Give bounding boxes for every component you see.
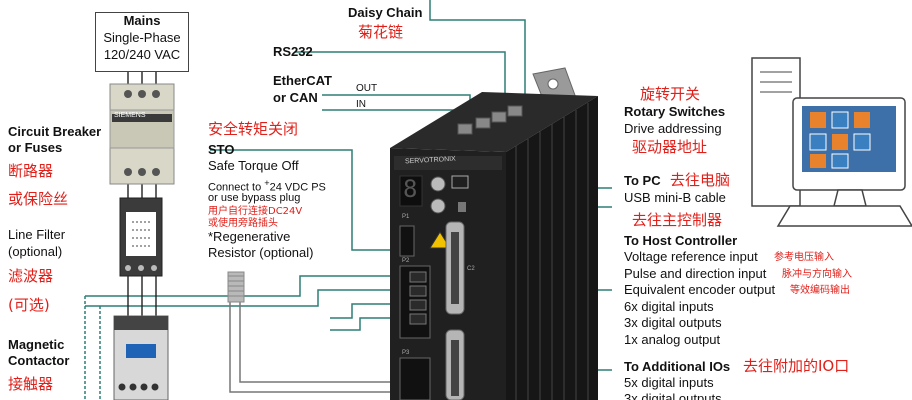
mains-box: Mains Single-Phase 120/240 VAC	[95, 12, 189, 72]
to-pc-title: To PC	[624, 173, 661, 188]
daisy-chain-wire	[429, 0, 526, 110]
breaker-zh-1: 断路器	[8, 162, 54, 180]
daisy-chain-label: Daisy Chain	[348, 5, 423, 20]
screen-tiles	[809, 111, 871, 169]
sto-line-1: Safe Torque Off	[208, 158, 299, 173]
regen-line-1: *Regenerative	[208, 229, 291, 244]
ethercat-out-label: OUT	[356, 83, 378, 94]
breaker-brand: SIEMENS	[114, 112, 146, 119]
ethercat-label-1: EtherCAT	[273, 73, 332, 88]
power-wire-4	[330, 317, 402, 331]
port-p3-label: P3	[402, 350, 410, 356]
regen-wire-2	[229, 300, 402, 393]
power-wire-2	[85, 289, 402, 307]
contactor-label-2: Contactor	[8, 353, 70, 368]
additional-item-1: 5x digital inputs	[624, 375, 714, 390]
regen-line-2: Resistor (optional)	[208, 245, 314, 260]
port-p1-label: P1	[402, 214, 410, 220]
to-pc-line-1: USB mini-B cable	[624, 190, 726, 205]
host-item-1: Voltage reference input	[624, 249, 758, 264]
line-filter-label-1: Line Filter	[8, 227, 66, 242]
rotary-zh-2: 驱动器地址	[632, 138, 708, 156]
sto-zh-note-2: 或使用旁路插头	[208, 218, 278, 229]
contactor-label-1: Magnetic	[8, 337, 65, 352]
contactor-zh: 接触器	[8, 375, 54, 393]
sto-wire	[210, 149, 400, 251]
power-wire-3	[330, 303, 402, 319]
ethercat-in-label: IN	[356, 99, 366, 110]
rotary-title: Rotary Switches	[624, 104, 726, 119]
host-item-zh-2: 脉冲与方向输入	[782, 268, 852, 280]
rotary-zh-1: 旋转开关	[640, 85, 701, 103]
breaker-label-2: or Fuses	[8, 140, 63, 155]
host-item-zh-1: 参考电压输入	[774, 252, 834, 263]
servo-drive	[390, 67, 598, 400]
host-zh: 去往主控制器	[632, 211, 723, 229]
rotary-line-1: Drive addressing	[624, 121, 722, 136]
sto-line-3: or use bypass plug	[208, 192, 301, 204]
rs232-label: RS232	[273, 44, 313, 59]
host-title: To Host Controller	[624, 233, 738, 248]
host-item-5: 3x digital outputs	[624, 315, 722, 330]
breaker-zh-2: 或保险丝	[8, 190, 69, 208]
port-c2-label: C2	[467, 266, 475, 272]
additional-zh: 去往附加的IO口	[743, 357, 850, 375]
power-wire-1	[85, 275, 402, 297]
host-item-3: Equivalent encoder output	[624, 282, 776, 297]
port-p2-label: P2	[402, 258, 410, 264]
additional-item-2: 3x digital outputs	[624, 391, 722, 400]
sto-title: STO	[208, 142, 235, 157]
rs232-wire	[295, 51, 506, 112]
line-filter-device	[119, 197, 163, 277]
breaker-label-1: Circuit Breaker	[8, 124, 102, 139]
circuit-breaker-device	[109, 83, 175, 185]
host-item-6: 1x analog output	[624, 331, 721, 347]
pc-illustration	[751, 57, 912, 227]
daisy-chain-zh: 菊花链	[358, 23, 404, 41]
sto-line-2: Connect to +24 VDC PS	[208, 178, 326, 194]
host-item-zh-3: 等效编码输出	[790, 285, 850, 296]
host-item-4: 6x digital inputs	[624, 298, 714, 314]
ethercat-label-2: or CAN	[273, 90, 318, 105]
line-filter-zh-1: 滤波器	[8, 267, 54, 285]
line-filter-zh-2: (可选)	[8, 296, 50, 314]
regen-resistor	[227, 271, 245, 303]
to-pc-zh: 去往电脑	[670, 171, 731, 189]
sto-zh-note-1: 用户自行连接DC24V	[208, 206, 303, 217]
line-filter-label-2: (optional)	[8, 244, 63, 259]
magnetic-contactor-device	[113, 315, 169, 400]
sto-zh: 安全转矩关闭	[208, 120, 299, 138]
mains-phase: Single-Phase	[103, 29, 181, 45]
drive-display-digit: 8	[403, 175, 418, 203]
mains-title: Mains	[123, 13, 161, 28]
regen-wire-1	[239, 300, 402, 383]
mains-voltage: 120/240 VAC	[103, 46, 181, 62]
host-item-2: Pulse and direction input	[624, 265, 767, 281]
additional-title: To Additional IOs	[624, 359, 731, 374]
